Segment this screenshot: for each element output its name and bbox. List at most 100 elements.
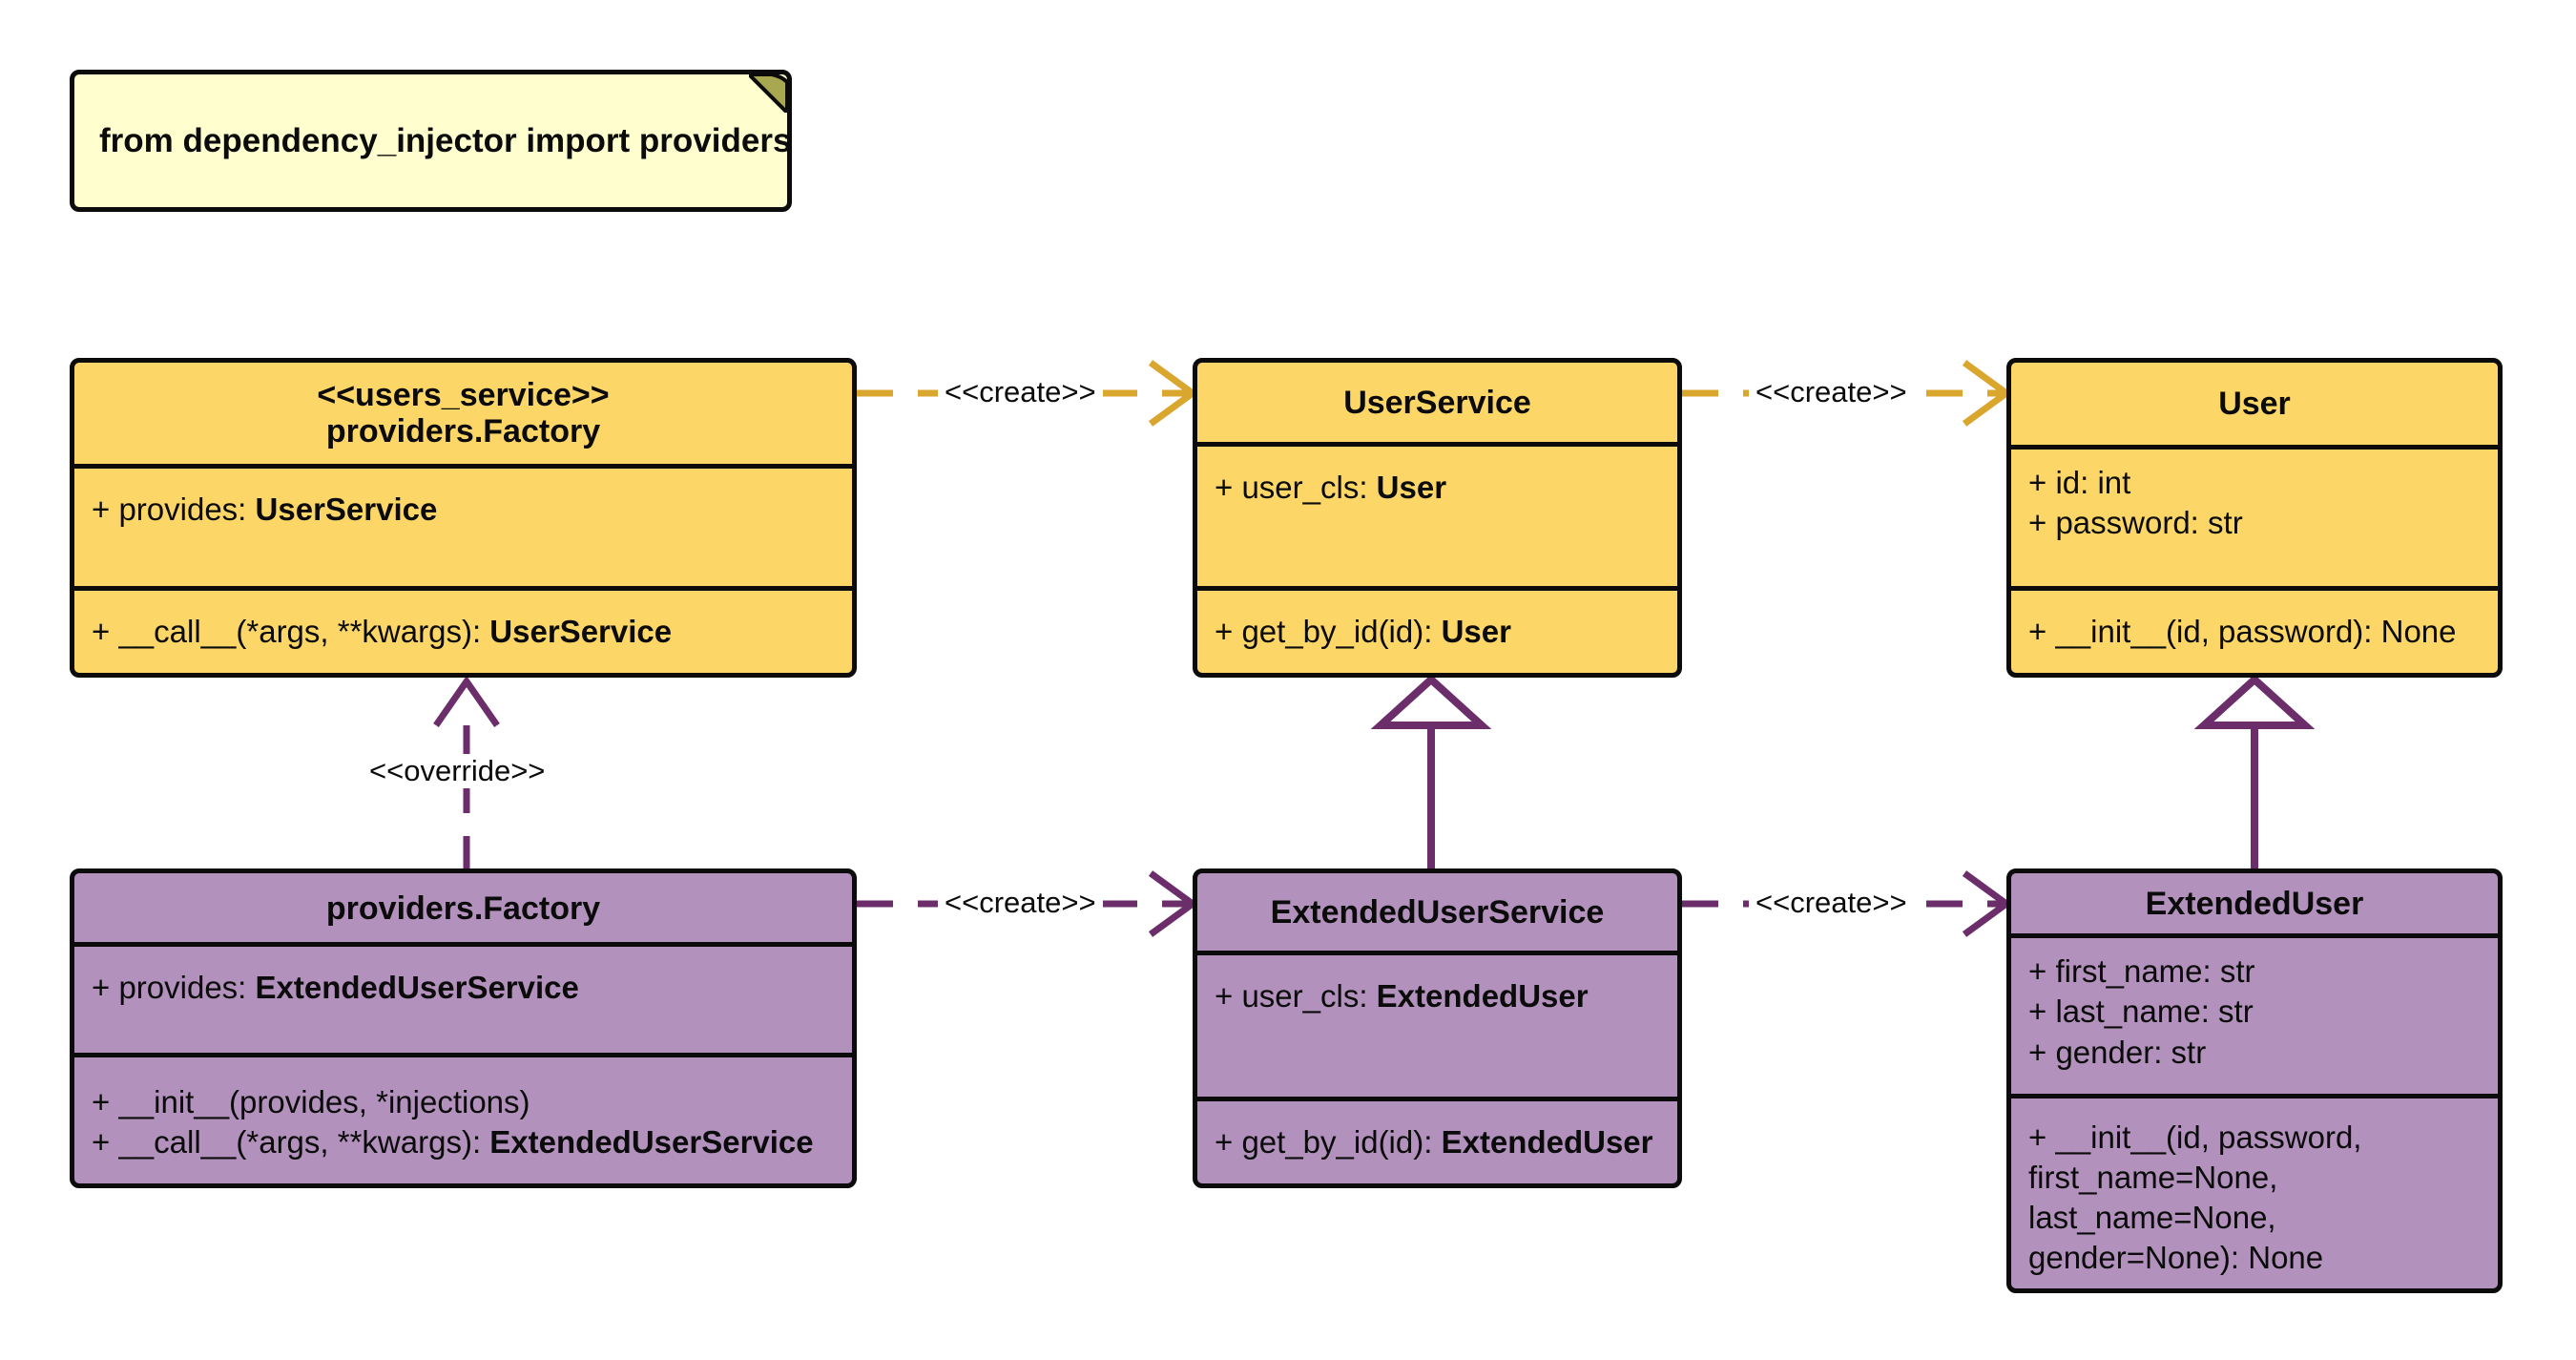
compartment-divider <box>74 585 852 591</box>
method-visibility: + <box>2028 613 2047 649</box>
method-row: + __init__(id, password, first_name=None… <box>2028 1118 2462 1279</box>
attribute-visibility: + <box>2028 464 2047 500</box>
attribute-label: id: int <box>2055 464 2131 500</box>
class-header: User <box>2011 363 2498 445</box>
attribute-label: provides: <box>118 491 256 527</box>
class-header: ExtendedUser <box>2011 873 2498 933</box>
attribute-visibility: + <box>92 491 111 527</box>
attribute-row: + provides: UserService <box>92 490 839 530</box>
compartment-divider <box>74 942 852 948</box>
attribute-row: + user_cls: User <box>1215 468 1664 508</box>
method-label: get_by_id(id): <box>1241 1123 1442 1160</box>
class-extended-user[interactable]: ExtendedUser + first_name: str + last_na… <box>2006 868 2503 1293</box>
class-header: UserService <box>1197 363 1677 442</box>
method-row: + __init__(provides, *injections) <box>92 1082 839 1122</box>
method-visibility: + <box>92 613 111 649</box>
class-title: ExtendedUser <box>2145 886 2364 922</box>
method-row: + get_by_id(id): ExtendedUser <box>1215 1122 1664 1162</box>
attribute-row: + gender: str <box>2028 1033 2484 1073</box>
class-title: providers.Factory <box>325 413 601 450</box>
class-header: <<users_service>> providers.Factory <box>74 363 852 464</box>
method-type: User <box>1441 613 1511 649</box>
class-users-service-factory[interactable]: <<users_service>> providers.Factory + pr… <box>70 358 857 678</box>
compartment-divider <box>74 463 852 469</box>
attribute-row: + first_name: str <box>2028 952 2484 992</box>
methods-compartment: + __init__(provides, *injections) + __ca… <box>74 1057 852 1183</box>
method-label: __init__(id, password, first_name=None, … <box>2028 1119 2362 1276</box>
attribute-visibility: + <box>2028 1034 2047 1070</box>
compartment-divider <box>1197 441 1677 447</box>
attributes-compartment: + provides: UserService <box>74 469 852 586</box>
code-note: from dependency_injector import provider… <box>70 70 792 212</box>
attribute-row: + provides: ExtendedUserService <box>92 968 839 1008</box>
compartment-divider <box>1197 585 1677 591</box>
attributes-compartment: + first_name: str + last_name: str + gen… <box>2011 938 2498 1094</box>
attribute-row: + id: int <box>2028 463 2484 503</box>
class-user-service[interactable]: UserService + user_cls: User + get_by_id… <box>1193 358 1682 678</box>
compartment-divider <box>1197 951 1677 955</box>
method-label: __call__(*args, **kwargs): <box>118 613 490 649</box>
attribute-type: UserService <box>255 491 438 527</box>
methods-compartment: + get_by_id(id): ExtendedUser <box>1197 1101 1677 1183</box>
attribute-row: + last_name: str <box>2028 992 2484 1032</box>
attributes-compartment: + provides: ExtendedUserService <box>74 947 852 1052</box>
method-label: __init__(id, password): None <box>2055 613 2457 649</box>
compartment-divider <box>2011 1093 2498 1098</box>
attribute-label: gender: str <box>2055 1034 2207 1070</box>
class-title: User <box>2218 386 2291 423</box>
class-header: providers.Factory <box>74 873 852 942</box>
method-row: + __call__(*args, **kwargs): UserService <box>92 612 839 652</box>
edge-override <box>433 675 500 868</box>
method-label: __call__(*args, **kwargs): <box>118 1123 490 1160</box>
attribute-type: ExtendedUserService <box>255 970 579 1006</box>
class-header: ExtendedUserService <box>1197 873 1677 951</box>
methods-compartment: + __call__(*args, **kwargs): UserService <box>74 591 852 673</box>
edge-inheritance-user <box>2193 674 2316 868</box>
attribute-label: user_cls: <box>1241 978 1377 1014</box>
class-providers-factory[interactable]: providers.Factory + provides: ExtendedUs… <box>70 868 857 1188</box>
class-user[interactable]: User + id: int + password: str + __init_… <box>2006 358 2503 678</box>
edge-label-create-top-right: <<create>> <box>1749 375 1914 409</box>
attribute-visibility: + <box>2028 994 2047 1030</box>
attribute-label: password: str <box>2055 504 2243 540</box>
attribute-visibility: + <box>1215 978 1234 1014</box>
compartment-divider <box>1197 1096 1677 1101</box>
attribute-row: + user_cls: ExtendedUser <box>1215 976 1664 1016</box>
method-visibility: + <box>1215 613 1234 649</box>
edge-label-create-bottom-left: <<create>> <box>938 886 1103 920</box>
edge-label-override: <<override>> <box>363 754 552 788</box>
method-type: ExtendedUser <box>1441 1123 1653 1160</box>
edge-label-create-top-left: <<create>> <box>938 375 1103 409</box>
methods-compartment: + __init__(id, password, first_name=None… <box>2011 1098 2498 1288</box>
attribute-label: last_name: str <box>2055 994 2254 1030</box>
attribute-label: provides: <box>118 970 256 1006</box>
note-fold-icon <box>749 74 787 113</box>
attribute-visibility: + <box>1215 469 1234 505</box>
attribute-visibility: + <box>92 970 111 1006</box>
attribute-visibility: + <box>2028 504 2047 540</box>
attribute-row: + password: str <box>2028 503 2484 543</box>
attributes-compartment: + user_cls: ExtendedUser <box>1197 955 1677 1097</box>
class-title: ExtendedUserService <box>1270 893 1605 931</box>
compartment-divider <box>2011 933 2498 939</box>
method-row: + get_by_id(id): User <box>1215 612 1664 652</box>
class-title: UserService <box>1343 384 1531 421</box>
attribute-visibility: + <box>2028 953 2047 990</box>
edge-inheritance-user-service <box>1370 674 1492 868</box>
method-row: + __call__(*args, **kwargs): ExtendedUse… <box>92 1122 839 1162</box>
method-type: ExtendedUserService <box>489 1123 814 1160</box>
method-visibility: + <box>92 1083 111 1119</box>
class-title: providers.Factory <box>325 889 601 927</box>
method-label: get_by_id(id): <box>1241 613 1442 649</box>
compartment-divider <box>74 1052 852 1057</box>
attribute-type: User <box>1376 469 1447 505</box>
compartment-divider <box>2011 585 2498 591</box>
class-extended-user-service[interactable]: ExtendedUserService + user_cls: Extended… <box>1193 868 1682 1188</box>
compartment-divider <box>2011 444 2498 450</box>
class-stereotype: <<users_service>> <box>317 377 610 414</box>
methods-compartment: + __init__(id, password): None <box>2011 591 2498 673</box>
method-visibility: + <box>2028 1119 2047 1155</box>
code-note-text: from dependency_injector import provider… <box>99 121 792 159</box>
